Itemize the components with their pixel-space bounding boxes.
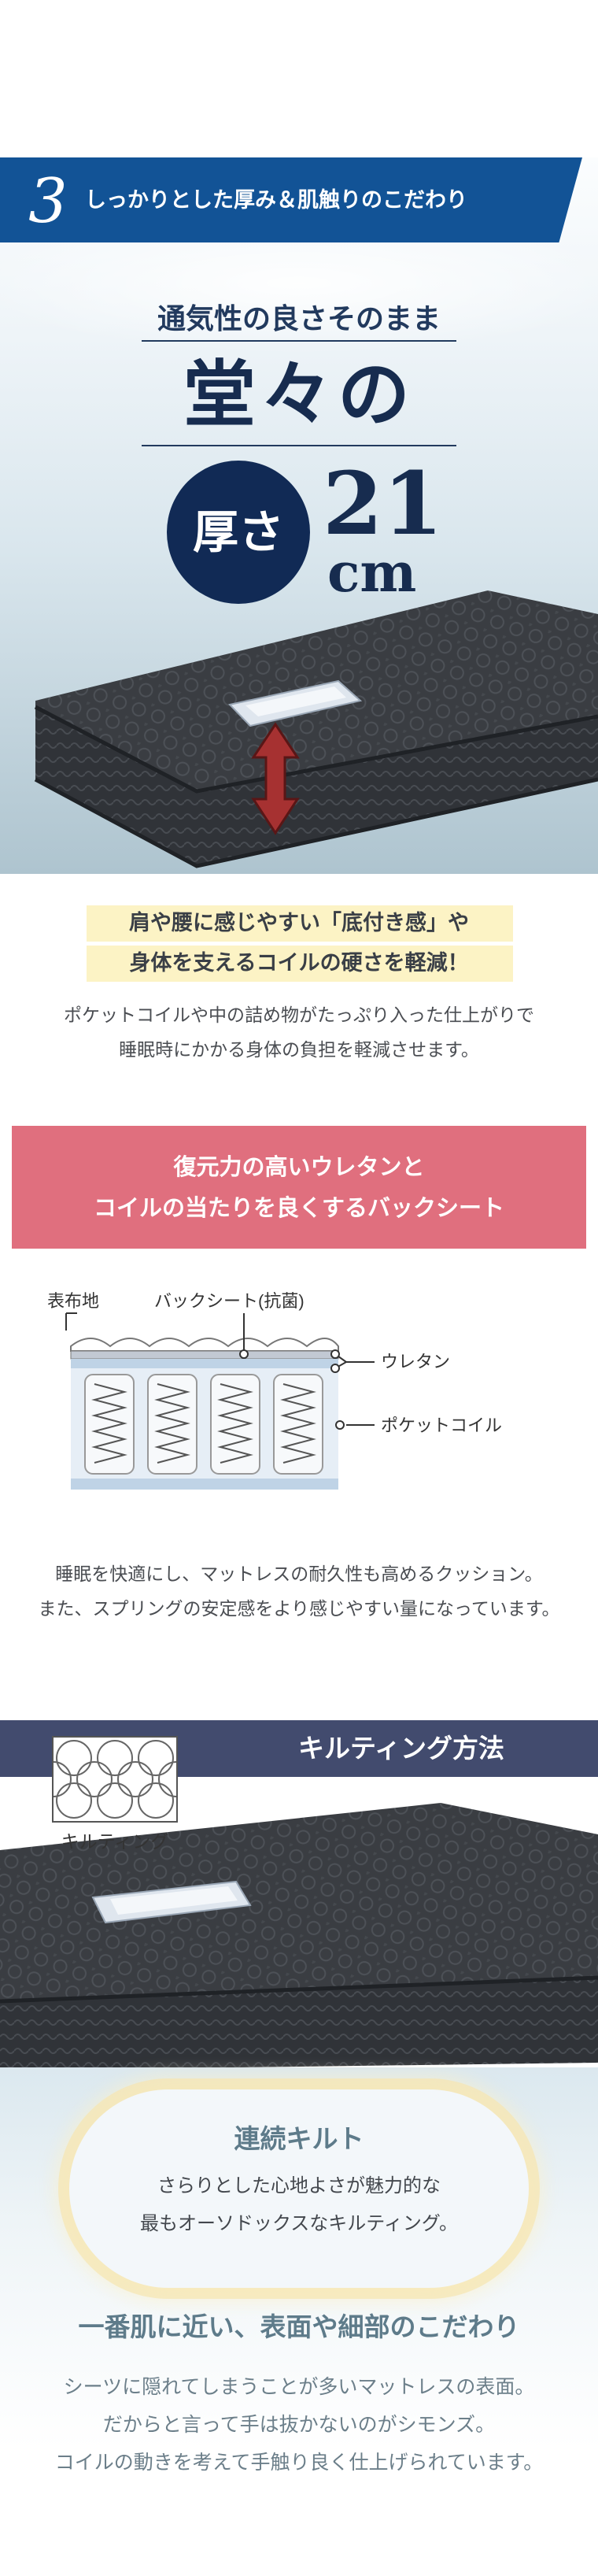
surface-text-1: シーツに隠れてしまうことが多いマットレスの表面。 xyxy=(63,2375,535,2398)
quilting-title: キルティング方法 xyxy=(297,1733,505,1764)
backsheet-banner-line-2: コイルの当たりを良くするバックシート xyxy=(93,1194,504,1221)
backsheet-text-2: また、スプリングの安定感をより感じやすい量になっています。 xyxy=(38,1599,560,1619)
surface-text-3: コイルの動きを考えて手触り良く仕上げられています。 xyxy=(54,2451,544,2474)
surface-text-2: だからと言って手は抜かないのがシモンズ。 xyxy=(102,2413,496,2436)
backsheet-text-1: 睡眠を快適にし、マットレスの耐久性も高めるクッション。 xyxy=(55,1564,543,1585)
feature-number: 3 xyxy=(28,166,68,237)
hero-sub-heading: 通気性の良さそのまま xyxy=(157,302,441,335)
divider xyxy=(142,340,456,342)
thickness-unit: cm xyxy=(327,542,417,605)
quilt-type-text-2: 最もオーソドックスなキルティング。 xyxy=(140,2212,458,2234)
quilt-type-text-1: さらりとした心地よさが魅力的な xyxy=(157,2174,441,2197)
quilting-sample-label: キルティング xyxy=(61,1832,169,1852)
coil-icon xyxy=(84,1374,323,1475)
highlight-bar xyxy=(87,905,513,942)
mattress-image xyxy=(34,590,598,868)
surface-heading: 一番肌に近い、表面や細部のこだわり xyxy=(78,2311,520,2342)
backsheet-banner-line-1: 復元力の高いウレタンと xyxy=(173,1153,425,1180)
label-pocket-coil: ポケットコイル xyxy=(381,1416,502,1435)
quilting-sample xyxy=(35,1736,194,1823)
mattress-structure-diagram: 表布地 バックシート(抗菌) ウレタン ポケットコイル xyxy=(47,1291,502,1490)
comfort-highlight-2: 身体を支えるコイルの硬さを軽減！ xyxy=(129,951,469,975)
thickness-value: 21 xyxy=(323,453,444,554)
label-urethane: ウレタン xyxy=(381,1352,450,1371)
label-surface: 表布地 xyxy=(47,1291,99,1311)
comfort-highlight-1: 肩や腰に感じやすい「底付き感」や xyxy=(129,911,469,935)
backsheet-banner xyxy=(12,1126,586,1249)
quilt-type-title: 連続キルト xyxy=(234,2123,364,2154)
height-arrow-icon xyxy=(251,722,300,835)
thickness-label: 厚さ xyxy=(192,505,284,559)
comfort-text-1: ポケットコイルや中の詰め物がたっぷり入った仕上がりで xyxy=(64,1005,534,1026)
quilt-pattern-icon xyxy=(35,1738,194,1821)
feature-title: しっかりとした厚み＆肌触りのこだわり xyxy=(85,188,467,213)
quilt-type-card xyxy=(69,2089,529,2288)
hero-main-heading: 堂々の xyxy=(183,352,415,437)
comfort-text-2: 睡眠時にかかる身体の負担を軽減させます。 xyxy=(119,1040,479,1060)
divider xyxy=(142,445,456,446)
label-backsheet: バックシート(抗菌) xyxy=(154,1291,305,1311)
highlight-bar xyxy=(87,946,513,982)
thickness-badge xyxy=(167,461,310,604)
quilted-mattress-image xyxy=(0,1803,598,2071)
feature-banner xyxy=(0,157,582,242)
